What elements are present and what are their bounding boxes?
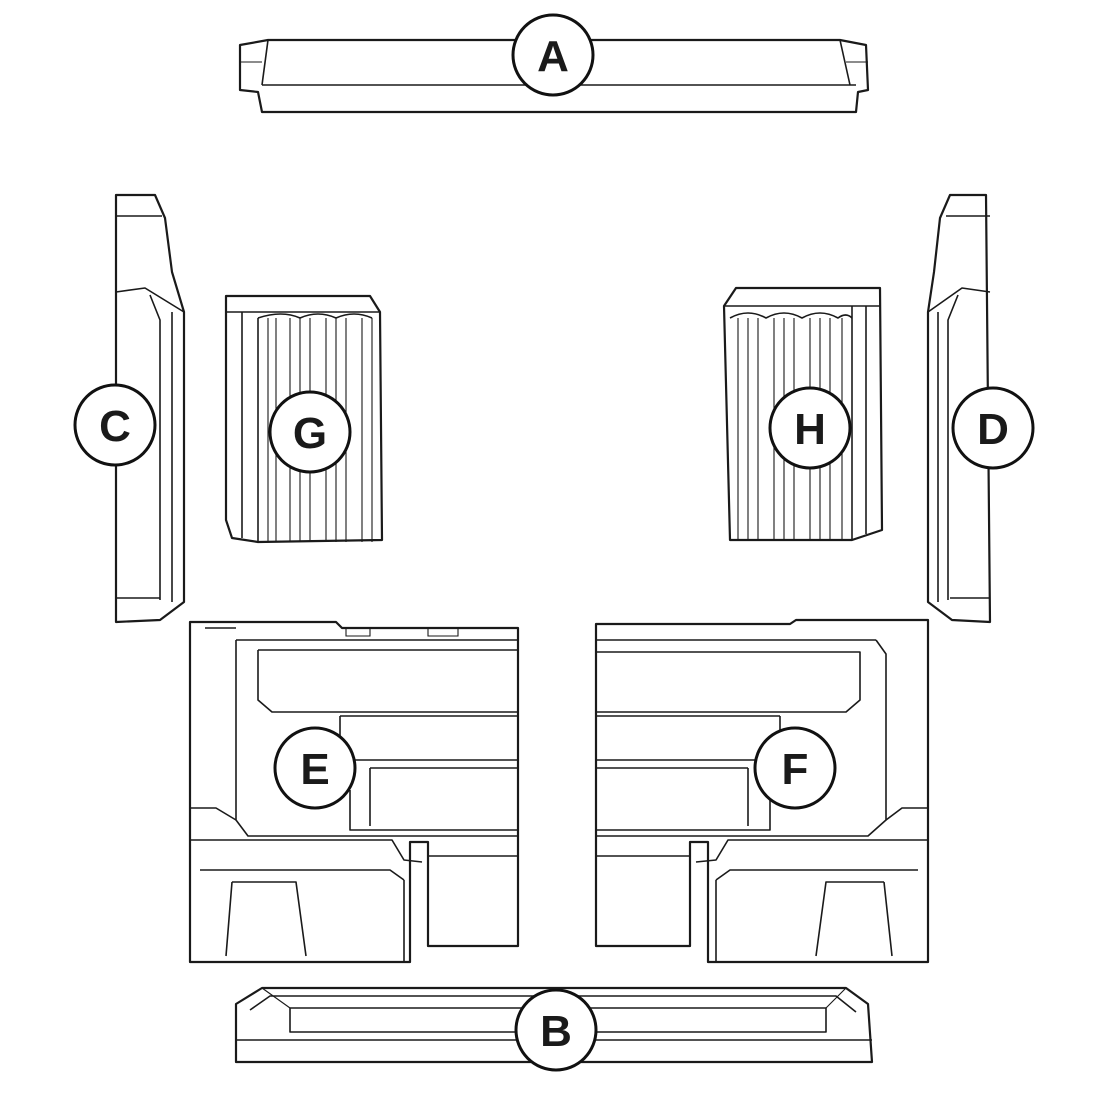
- label-d-text: D: [977, 405, 1009, 454]
- label-a-text: A: [537, 32, 569, 81]
- label-e-text: E: [300, 745, 329, 794]
- label-f: F: [753, 726, 837, 810]
- label-c-text: C: [99, 402, 131, 451]
- label-b-text: B: [540, 1007, 572, 1056]
- part-e: [188, 620, 520, 964]
- label-g: G: [268, 390, 352, 474]
- label-f-text: F: [782, 745, 809, 794]
- label-a: A: [511, 13, 595, 97]
- label-e: E: [273, 726, 357, 810]
- label-d: D: [951, 386, 1035, 470]
- label-h: H: [768, 386, 852, 470]
- label-c: C: [73, 383, 157, 467]
- label-h-text: H: [794, 405, 826, 454]
- label-b: B: [514, 988, 598, 1072]
- label-g-text: G: [293, 409, 327, 458]
